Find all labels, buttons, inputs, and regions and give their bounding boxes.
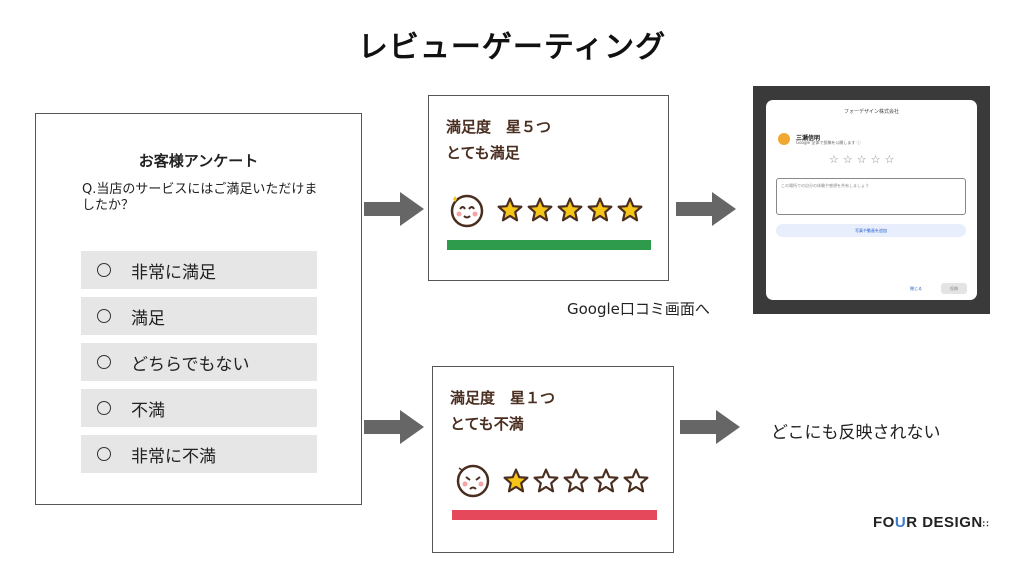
avatar (778, 133, 790, 145)
arrow-right-icon (364, 192, 424, 226)
satisfaction-bar (452, 510, 657, 520)
empty-star-icon (623, 468, 649, 493)
filled-star-icon (503, 468, 529, 493)
option-label: どちらでもない (131, 354, 250, 375)
filled-star-icon (587, 197, 613, 222)
happy-face-icon (450, 194, 484, 228)
page-title: レビューゲーティング (357, 30, 667, 65)
card-satisfaction-label: とても不満 (450, 415, 524, 433)
arrow-right-icon (364, 410, 424, 444)
arrow-right-icon (676, 192, 736, 226)
survey-title: お客様アンケート (138, 152, 259, 170)
star-rating (503, 468, 649, 494)
survey-card: お客様アンケート Q.当店のサービスにはご満足いただけましたか？ 非常に満足 満… (35, 113, 362, 505)
review-textarea[interactable]: この場所での自分の体験や感想を共有しましょう (776, 178, 966, 215)
reviewer-name: 三瀬信明 (796, 135, 821, 142)
five-star-card: 満足度 星５つ とても満足 (428, 95, 669, 281)
card-rating-label: 満足度 星１つ (450, 389, 556, 407)
empty-star-icon (593, 468, 619, 493)
option-label: 不満 (131, 400, 165, 421)
option-label: 満足 (131, 308, 165, 329)
caption-google: Google口コミ画面へ (567, 300, 710, 318)
option-satisfied[interactable]: 満足 (81, 297, 317, 335)
filled-star-icon (527, 197, 553, 222)
filled-star-icon (617, 197, 643, 222)
radio-icon[interactable] (97, 263, 111, 277)
add-photo-button[interactable]: 写真や動画を追加 (776, 224, 966, 237)
empty-star-icon (563, 468, 589, 493)
filled-star-icon (557, 197, 583, 222)
option-label: 非常に不満 (131, 446, 216, 467)
option-neutral[interactable]: どちらでもない (81, 343, 317, 381)
option-very-dissatisfied[interactable]: 非常に不満 (81, 435, 317, 473)
one-star-card: 満足度 星１つ とても不満 (432, 366, 674, 553)
empty-star-icon (533, 468, 559, 493)
satisfaction-bar (447, 240, 651, 250)
survey-question: Q.当店のサービスにはご満足いただけましたか？ (82, 182, 318, 213)
arrow-right-icon (680, 410, 740, 444)
card-rating-label: 満足度 星５つ (446, 118, 552, 136)
star-rating-input[interactable]: ☆☆☆☆☆ (829, 153, 899, 166)
radio-icon[interactable] (97, 447, 111, 461)
reviewer-subtitle: Google 全体で投稿を公開します ⓘ (796, 140, 861, 145)
radio-icon[interactable] (97, 401, 111, 415)
star-rating (497, 197, 643, 223)
option-label: 非常に満足 (131, 262, 216, 283)
close-button[interactable]: 閉じる (910, 286, 922, 291)
unhappy-face-icon (456, 464, 490, 498)
dialog-header: フォーデザイン株式会社 (843, 109, 899, 115)
post-button[interactable]: 投稿 (941, 283, 967, 294)
google-review-dialog: フォーデザイン株式会社 三瀬信明 Google 全体で投稿を公開します ⓘ ☆☆… (766, 100, 977, 300)
card-satisfaction-label: とても満足 (446, 144, 520, 162)
radio-icon[interactable] (97, 309, 111, 323)
caption-not-reflected: どこにも反映されない (771, 423, 941, 443)
filled-star-icon (497, 197, 523, 222)
radio-icon[interactable] (97, 355, 111, 369)
option-dissatisfied[interactable]: 不満 (81, 389, 317, 427)
option-very-satisfied[interactable]: 非常に満足 (81, 251, 317, 289)
logo: FOUR DESIGN∷ (873, 514, 989, 531)
